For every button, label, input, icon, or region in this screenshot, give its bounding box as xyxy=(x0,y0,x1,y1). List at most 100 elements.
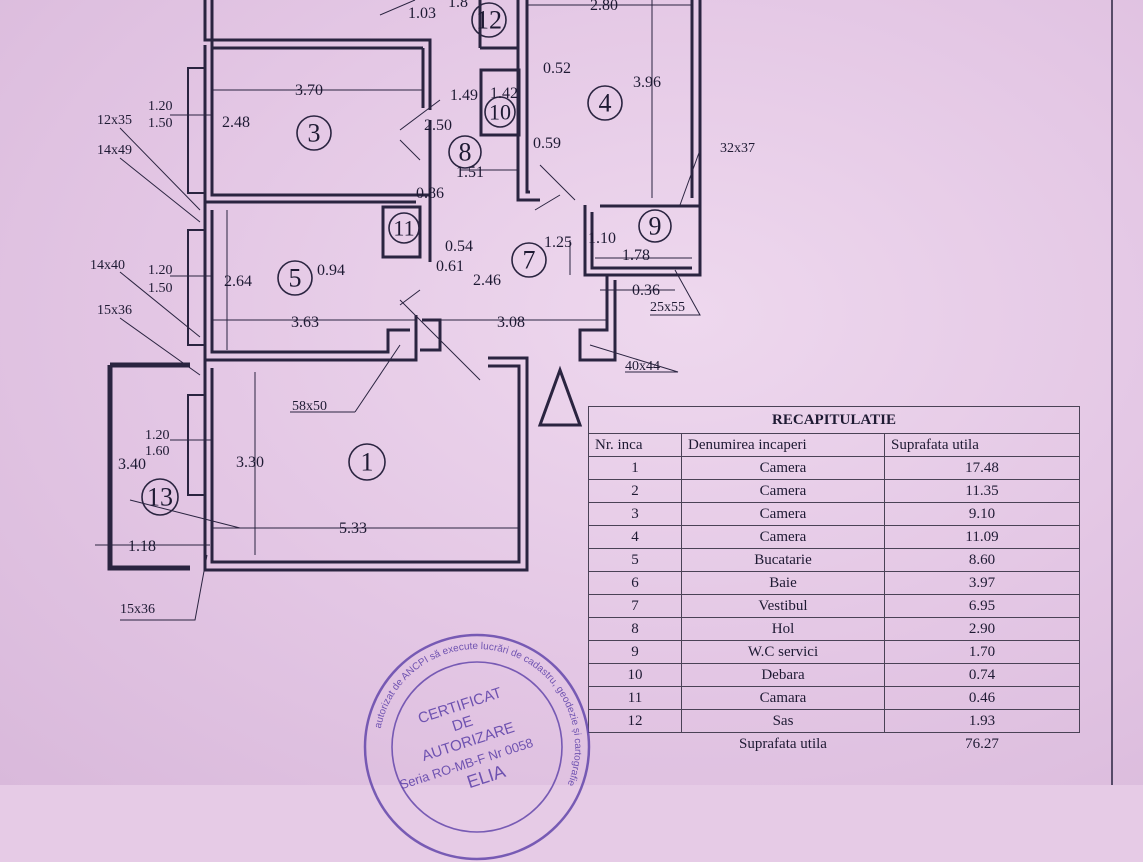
recap-cell-name: Camera xyxy=(681,456,885,480)
room-circles xyxy=(141,2,672,516)
recap-cell-area: 6.95 xyxy=(884,594,1080,618)
header-area: Suprafata utila xyxy=(884,433,1080,457)
recap-cell-area: 17.48 xyxy=(884,456,1080,480)
room-label-13: 13 xyxy=(147,483,173,512)
dim-label: 1.10 xyxy=(588,230,616,247)
recap-cell-nr: 2 xyxy=(588,479,682,503)
opening-label: 14x40 xyxy=(90,258,125,273)
room-label-5: 5 xyxy=(289,264,302,293)
recap-cell-nr: 4 xyxy=(588,525,682,549)
recap-cell-name: Sas xyxy=(681,709,885,733)
recap-cell-nr: 9 xyxy=(588,640,682,664)
opening-label: 25x55 xyxy=(650,300,685,315)
room-label-3: 3 xyxy=(308,119,321,148)
dim-label: 0.52 xyxy=(543,60,571,77)
dimension-lines xyxy=(95,0,701,621)
recap-cell-name: Camara xyxy=(681,686,885,710)
recap-cell-nr: 11 xyxy=(588,686,682,710)
recap-cell-name: Debara xyxy=(681,663,885,687)
opening-label: 58x50 xyxy=(292,399,327,414)
dim-label: 2.48 xyxy=(222,114,250,131)
dim-label: 1.42 xyxy=(490,85,518,102)
recap-title: RECAPITULATIE xyxy=(588,406,1080,434)
recap-cell-nr: 6 xyxy=(588,571,682,595)
opening-label: 12x35 xyxy=(97,113,132,128)
recap-cell-nr: 12 xyxy=(588,709,682,733)
opening-label: 15x36 xyxy=(120,602,155,617)
floor-plan: 1 3 4 5 7 8 9 10 11 12 13 1.03 1.8 2.80 … xyxy=(90,0,1113,785)
dim-label: 3.30 xyxy=(236,454,264,471)
walls xyxy=(107,0,1113,785)
dim-label: 1.49 xyxy=(450,87,478,104)
recap-cell-name: Baie xyxy=(681,571,885,595)
dim-label: 0.59 xyxy=(533,135,561,152)
window-label: 1.60 xyxy=(145,444,170,459)
room-label-4: 4 xyxy=(599,89,612,118)
dim-label: 0.94 xyxy=(317,262,345,279)
recap-table: RECAPITULATIE Nr. inca Denumirea incaper… xyxy=(588,406,1080,755)
recap-cell-area: 8.60 xyxy=(884,548,1080,572)
window-label: 1.50 xyxy=(148,281,173,296)
dim-label: 2.80 xyxy=(590,0,618,14)
total-value: 76.27 xyxy=(965,735,999,752)
dim-label: 0.86 xyxy=(416,185,444,202)
recap-cell-area: 11.35 xyxy=(884,479,1080,503)
dim-label: 3.96 xyxy=(633,74,661,91)
stamp-line: DE xyxy=(450,713,475,736)
dim-label: 1.51 xyxy=(456,164,484,181)
recap-cell-area: 0.74 xyxy=(884,663,1080,687)
dim-label: 0.36 xyxy=(632,282,660,299)
window-label: 1.20 xyxy=(148,263,173,278)
recap-cell-name: Hol xyxy=(681,617,885,641)
recap-cell-name: Camera xyxy=(681,525,885,549)
opening-label: 14x49 xyxy=(97,143,132,158)
recap-cell-name: Camera xyxy=(681,502,885,526)
room-label-10: 10 xyxy=(489,100,511,125)
header-nr: Nr. inca xyxy=(588,433,682,457)
header-name: Denumirea incaperi xyxy=(681,433,885,457)
recap-cell-name: W.C servici xyxy=(681,640,885,664)
room-label-9: 9 xyxy=(649,212,662,241)
dim-label: 1.18 xyxy=(128,538,156,555)
recap-cell-nr: 7 xyxy=(588,594,682,618)
dim-label: 2.64 xyxy=(224,273,252,290)
opening-label: 32x37 xyxy=(720,141,755,156)
dim-label: 2.50 xyxy=(424,117,452,134)
recap-cell-name: Camera xyxy=(681,479,885,503)
dim-label: 5.33 xyxy=(339,520,367,537)
total-label: Suprafata utila xyxy=(739,735,827,752)
recap-cell-name: Bucatarie xyxy=(681,548,885,572)
dim-label: 1.25 xyxy=(544,234,572,251)
window-label: 1.20 xyxy=(148,99,173,114)
opening-label: 15x36 xyxy=(97,303,132,318)
room-label-1: 1 xyxy=(361,448,374,477)
dim-label: 1.03 xyxy=(408,5,436,22)
dim-label: 1.78 xyxy=(622,247,650,264)
recap-cell-area: 2.90 xyxy=(884,617,1080,641)
dim-label: 3.08 xyxy=(497,314,525,331)
recap-cell-area: 3.97 xyxy=(884,571,1080,595)
dim-label: 0.54 xyxy=(445,238,473,255)
room-label-12: 12 xyxy=(476,6,502,35)
room-label-8: 8 xyxy=(459,138,472,167)
recap-cell-area: 1.93 xyxy=(884,709,1080,733)
dim-label: 1.8 xyxy=(448,0,468,11)
recap-cell-nr: 10 xyxy=(588,663,682,687)
recap-cell-nr: 5 xyxy=(588,548,682,572)
dim-label: 3.40 xyxy=(118,456,146,473)
recap-cell-name: Vestibul xyxy=(681,594,885,618)
dim-label: 3.63 xyxy=(291,314,319,331)
window-label: 1.20 xyxy=(145,428,170,443)
room-label-7: 7 xyxy=(523,246,536,275)
recap-cell-nr: 8 xyxy=(588,617,682,641)
